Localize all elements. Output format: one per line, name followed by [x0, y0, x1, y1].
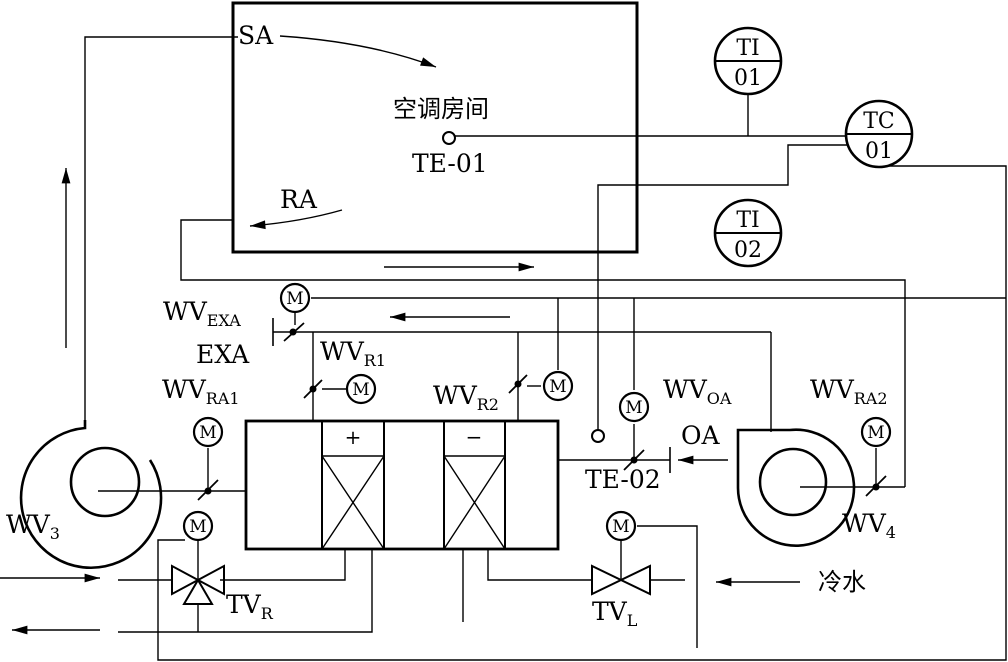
heating-coil-plus: + — [345, 425, 362, 449]
tvr-valve-left — [171, 564, 201, 596]
cold-water-to-coil — [487, 549, 592, 581]
supply-fan-casing — [19, 420, 163, 570]
te01-label: TE-01 — [412, 149, 488, 178]
tvr-valve-right — [195, 564, 225, 596]
junction-dot — [514, 380, 522, 388]
wvoa-label: WVOA — [663, 375, 732, 408]
supply-air-arrow — [279, 35, 437, 68]
cooling-coil-minus: − — [466, 425, 483, 449]
return-fan-impeller — [758, 447, 828, 517]
tvr-valve-bottom — [182, 578, 214, 605]
motor-tvl[interactable]: M — [605, 510, 637, 542]
room-label: 空调房间 — [393, 95, 489, 123]
te01-sensor — [442, 131, 456, 145]
wv3-label: WV3 — [6, 510, 60, 543]
tvl-valve-right — [618, 564, 651, 596]
svg-text:M: M — [867, 423, 884, 443]
supply-air-duct — [84, 36, 238, 420]
instrument-ti01[interactable]: TI 01 — [713, 26, 783, 96]
motor-wvoa[interactable]: M — [618, 391, 650, 423]
svg-text:M: M — [549, 377, 566, 397]
wvra1-label: WVRA1 — [162, 375, 240, 408]
junction-dot — [309, 385, 317, 393]
supply-fan-impeller — [69, 446, 141, 518]
tc01-output-loop — [157, 165, 1007, 661]
cooling-coil-x2 — [443, 455, 506, 550]
svg-text:TC: TC — [863, 109, 895, 134]
svg-text:M: M — [199, 423, 216, 443]
return-air-arrow — [249, 209, 343, 230]
svg-text:02: 02 — [734, 238, 762, 263]
tvr-label: TVR — [226, 590, 274, 623]
tvl-label: TVL — [592, 597, 638, 630]
junction-dot — [204, 487, 212, 495]
motor-wvra1[interactable]: M — [192, 416, 224, 448]
junction-dot — [630, 456, 638, 464]
hot-water-return — [118, 549, 373, 633]
oa-label: OA — [681, 421, 720, 450]
wvexa-label: WVEXA — [163, 297, 241, 330]
heating-coil-x2 — [321, 455, 385, 550]
sa-label: SA — [238, 21, 274, 50]
junction-dot — [289, 328, 297, 336]
svg-text:M: M — [189, 517, 206, 537]
wv4-label: WV4 — [842, 509, 896, 542]
svg-text:M: M — [612, 517, 629, 537]
svg-text:01: 01 — [734, 66, 762, 91]
junction-dot — [872, 483, 880, 491]
instrument-tc01[interactable]: TC 01 — [844, 99, 914, 169]
motor-wvra2[interactable]: M — [860, 416, 892, 448]
ra-label: RA — [280, 185, 318, 214]
svg-text:01: 01 — [865, 139, 893, 164]
svg-text:TI: TI — [736, 36, 759, 61]
motor-tvr[interactable]: M — [182, 510, 214, 542]
motor-wvr2[interactable]: M — [542, 370, 574, 402]
cold-water-label: 冷水 — [818, 568, 866, 596]
wvra2-label: WVRA2 — [810, 375, 888, 408]
return-air-duct — [180, 219, 906, 487]
motor-wvr1[interactable]: M — [345, 373, 377, 405]
ahu-casing — [244, 419, 560, 551]
wvr1-label: WVR1 — [320, 337, 386, 370]
svg-text:M: M — [352, 380, 369, 400]
motor-wvexa[interactable]: M — [279, 282, 311, 314]
te02-label: TE-02 — [585, 465, 661, 494]
svg-text:TI: TI — [736, 208, 759, 233]
exa-label: EXA — [196, 340, 250, 369]
te02-sensor — [591, 429, 605, 443]
svg-text:M: M — [625, 398, 642, 418]
return-fan-casing — [736, 428, 856, 547]
tvl-actuator-line — [637, 525, 698, 648]
tvl-valve-left — [591, 564, 624, 596]
tc01-output-te02 — [597, 144, 848, 430]
wvr2-label: WVR2 — [433, 381, 499, 414]
svg-text:M: M — [286, 289, 303, 309]
room-box — [231, 1, 639, 254]
hot-water-to-coil — [220, 549, 346, 581]
instrument-ti02[interactable]: TI 02 — [713, 198, 783, 268]
